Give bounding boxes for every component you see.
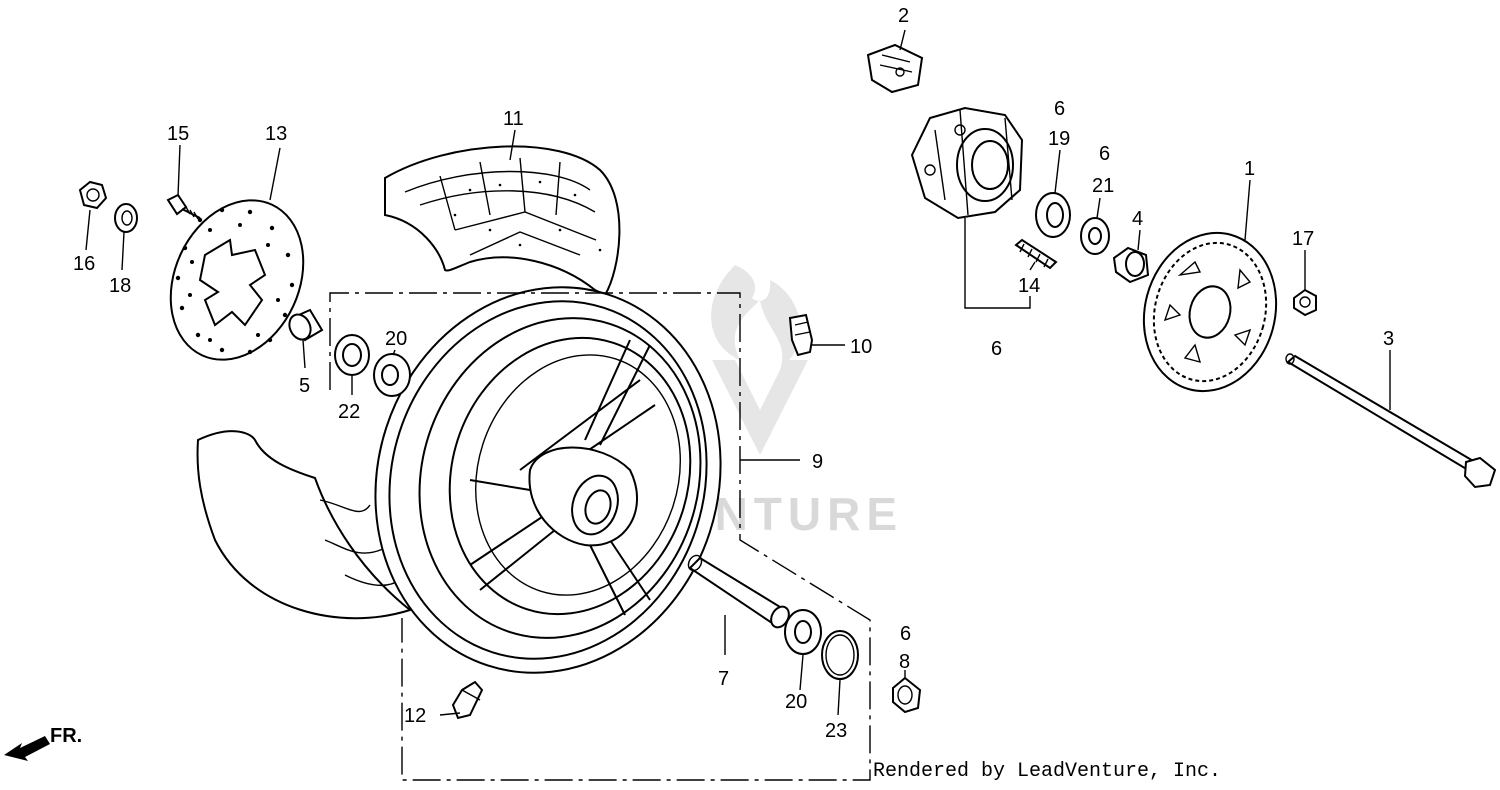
- seal-22: [334, 334, 370, 376]
- stud-bolt-14: [1014, 238, 1058, 270]
- front-label: FR.: [50, 725, 82, 747]
- callout-23: 23: [825, 720, 847, 742]
- callout-5: 5: [299, 375, 310, 397]
- disc-bolt-15: [166, 193, 201, 220]
- callout-7: 7: [718, 668, 729, 690]
- brake-disc: [169, 199, 305, 361]
- tire-upper: [384, 145, 621, 297]
- sprocket-nut-17: [1293, 288, 1317, 317]
- callout-20-left: 20: [385, 328, 407, 350]
- bearing-19: [1035, 192, 1071, 238]
- axle-3: [1285, 353, 1497, 489]
- callout-labels: 1 2 3 4 5 6 6 6 6 7 8 9 10 11 12 13 14 1…: [73, 5, 1394, 742]
- callout-16: 16: [73, 253, 95, 275]
- leader-lines: [85, 29, 1391, 716]
- callout-6-flange: 6: [991, 338, 1002, 360]
- callout-15: 15: [167, 123, 189, 145]
- callout-6-seal: 6: [1099, 143, 1110, 165]
- valve-12: [451, 680, 484, 720]
- callout-20-right: 20: [785, 691, 807, 713]
- callout-1: 1: [1244, 158, 1255, 180]
- callout-21: 21: [1092, 175, 1114, 197]
- brake-caliper-bracket-2: [866, 43, 924, 94]
- bearing-20-left: [373, 353, 411, 397]
- callout-2: 2: [898, 5, 909, 27]
- callout-22: 22: [338, 401, 360, 423]
- callout-18: 18: [109, 275, 131, 297]
- driven-flange-6: [910, 106, 1024, 220]
- collar-4: [1112, 246, 1150, 284]
- callout-11: 11: [503, 108, 524, 130]
- collar-7: [687, 554, 790, 629]
- bearing-20-right: [784, 609, 822, 655]
- callout-8: 8: [899, 651, 910, 673]
- o-ring-23: [821, 630, 859, 680]
- flange-nut-16: [78, 180, 108, 210]
- callout-6-flange-bearing: 6: [1054, 98, 1065, 120]
- callout-13: 13: [265, 123, 287, 145]
- seal-21: [1080, 217, 1110, 255]
- balance-weight-10: [788, 313, 814, 357]
- sprocket-1: [1142, 231, 1278, 393]
- front-direction-arrow: FR.: [4, 725, 82, 761]
- callout-10: 10: [850, 336, 872, 358]
- spacer-5: [288, 308, 324, 342]
- collar-8: [892, 676, 922, 714]
- washer-18: [114, 203, 138, 233]
- callout-19: 19: [1048, 128, 1070, 150]
- callout-9: 9: [812, 451, 823, 473]
- callout-4: 4: [1132, 208, 1143, 230]
- callout-17: 17: [1292, 228, 1314, 250]
- callout-14: 14: [1018, 275, 1040, 297]
- render-credit: Rendered by LeadVenture, Inc.: [873, 760, 1222, 783]
- wheel-rim: [374, 286, 722, 674]
- callout-3: 3: [1383, 328, 1394, 350]
- callout-12: 12: [404, 705, 426, 727]
- callout-6-collar: 6: [900, 623, 911, 645]
- disc-holes: [175, 207, 295, 355]
